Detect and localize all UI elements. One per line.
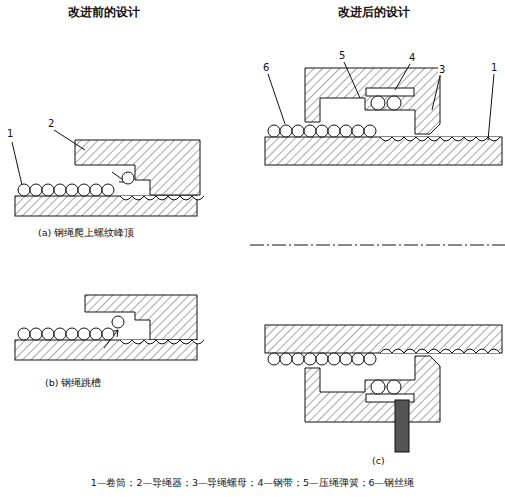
rope-guide (75, 140, 200, 195)
heading: 改进前的设计 (68, 6, 140, 19)
wire-rope (280, 125, 292, 137)
sub-caption: (b) 钢绳跳槽 (45, 378, 101, 388)
leader-line (268, 74, 285, 124)
wire-rope (268, 353, 280, 365)
wire-rope (316, 353, 328, 365)
rope-nut (305, 356, 440, 422)
wire-rope (371, 96, 385, 110)
wire-rope (387, 380, 401, 394)
wire-rope (54, 184, 66, 196)
sub-caption: (c) (372, 456, 385, 466)
rope-nut (305, 68, 440, 134)
callout-number: 4 (408, 52, 416, 63)
wire-rope (102, 184, 114, 196)
steel-band (395, 400, 409, 452)
leader-line (344, 62, 360, 98)
wire-rope (364, 125, 376, 137)
wire-rope (66, 184, 78, 196)
wire-rope (340, 125, 352, 137)
wire-rope (304, 125, 316, 137)
wire-rope (42, 328, 54, 340)
thread-groove (120, 340, 204, 344)
wire-rope (328, 353, 340, 365)
leader-line (488, 74, 494, 140)
wire-rope (292, 353, 304, 365)
wire-rope (54, 328, 66, 340)
steel-band (366, 88, 414, 96)
callout-number: 3 (438, 64, 446, 75)
callout-number: 6 (262, 62, 270, 73)
parts-caption: 1—卷筒；2—导绳器；3—导绳螺母；4—钢带；5—压绳弹簧；6—钢丝绳 (91, 478, 414, 488)
rope-guide (85, 295, 197, 340)
wire-rope (292, 125, 304, 137)
wire-rope (304, 353, 316, 365)
leader-line (395, 64, 410, 90)
wire-rope (340, 353, 352, 365)
wire-rope (90, 328, 102, 340)
wire-rope (364, 353, 376, 365)
sub-caption: (a) 钢绳爬上螺纹峰顶 (38, 228, 134, 238)
wire-rope (78, 328, 90, 340)
wire-rope (18, 184, 30, 196)
callout-number: 1 (490, 62, 498, 73)
drum-wall (15, 196, 197, 216)
wire-rope (371, 380, 385, 394)
wire-rope (66, 328, 78, 340)
wire-rope (18, 328, 30, 340)
drum-wall (265, 325, 502, 353)
wire-rope (387, 96, 401, 110)
wire-rope (352, 353, 364, 365)
wire-rope (280, 353, 292, 365)
thread-groove (120, 196, 204, 200)
wire-rope (268, 125, 280, 137)
leader-line (54, 130, 85, 150)
wire-rope (328, 125, 340, 137)
drum-wall (265, 137, 502, 165)
wire-rope (316, 125, 328, 137)
wire-rope (90, 184, 102, 196)
heading: 改进后的设计 (338, 6, 410, 19)
wire-rope (30, 328, 42, 340)
wire-rope (112, 316, 124, 328)
wire-rope (78, 184, 90, 196)
callout-number: 1 (6, 128, 14, 139)
centerline (250, 245, 505, 246)
wire-rope (30, 184, 42, 196)
leader-line (12, 142, 22, 185)
thread-groove (380, 349, 500, 353)
wire-rope (122, 172, 134, 184)
callout-number: 2 (47, 118, 55, 129)
leader-line (432, 76, 440, 110)
wire-rope (42, 184, 54, 196)
wire-rope (352, 125, 364, 137)
wire-rope (102, 328, 114, 340)
callout-number: 5 (338, 50, 346, 61)
thread-groove (380, 137, 500, 141)
drum-wall (15, 340, 197, 360)
